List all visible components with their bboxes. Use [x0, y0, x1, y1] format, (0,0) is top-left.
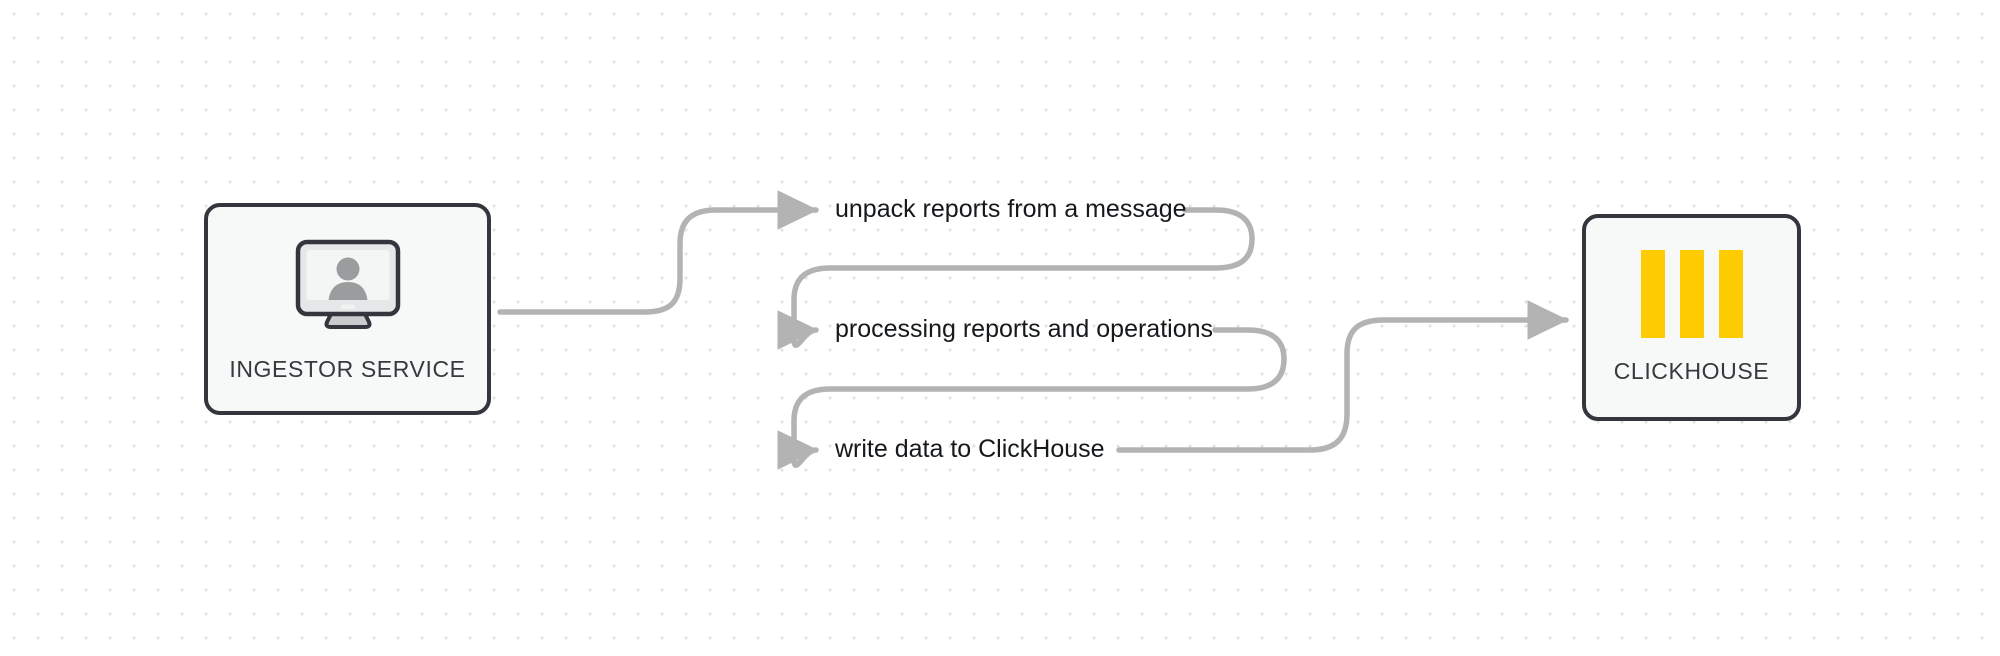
node-label-clickhouse: CLICKHOUSE — [1613, 358, 1770, 384]
node-ingestor-service[interactable]: INGESTOR SERVICE — [204, 203, 491, 415]
clickhouse-bar-1 — [1640, 250, 1665, 338]
clickhouse-bar-3 — [1718, 250, 1743, 338]
step-label-processing-reports: processing reports and operations — [835, 315, 1214, 343]
step-label-unpack-reports: unpack reports from a message — [835, 195, 1187, 223]
node-label-ingestor: INGESTOR SERVICE — [229, 355, 466, 382]
step-label-write-data: write data to ClickHouse — [835, 435, 1105, 463]
clickhouse-bar-2 — [1679, 250, 1704, 338]
monitor-user-icon — [289, 236, 407, 340]
connector-ingestor-to-step1 — [497, 190, 819, 315]
clickhouse-bars-icon — [1640, 250, 1743, 338]
node-clickhouse[interactable]: CLICKHOUSE — [1582, 214, 1801, 421]
